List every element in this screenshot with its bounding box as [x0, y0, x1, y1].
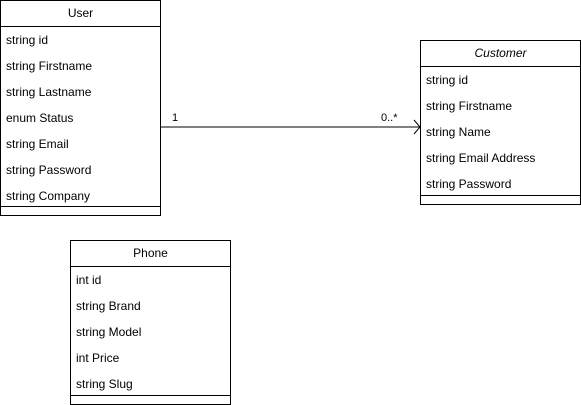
customer-attribute-list: string id string Firstname string Name s…	[421, 67, 580, 197]
source-multiplicity-label: 1	[172, 112, 179, 124]
user-attribute-lastname: string Lastname	[6, 85, 92, 99]
target-multiplicity-label: 0..*	[381, 112, 398, 124]
phone-attribute-model: string Model	[76, 325, 142, 339]
user-class[interactable]: User string id string Firstname string L…	[0, 0, 161, 216]
user-class-footer	[1, 206, 160, 213]
arrowhead-icon	[413, 119, 421, 135]
user-class-name: User	[1, 1, 160, 27]
phone-attribute-slug: string Slug	[76, 377, 133, 391]
phone-attribute-price: int Price	[76, 351, 120, 365]
customer-class-name: Customer	[421, 41, 580, 67]
phone-class-name: Phone	[71, 241, 230, 267]
user-attribute-status: enum Status	[6, 111, 74, 125]
customer-attribute-name: string Name	[426, 125, 491, 139]
customer-attribute-password: string Password	[426, 177, 512, 191]
user-attribute-company: string Company	[6, 189, 91, 203]
customer-attribute-email-address: string Email Address	[426, 151, 536, 165]
user-attribute-password: string Password	[6, 163, 92, 177]
phone-attribute-list: int id string Brand string Model int Pri…	[71, 267, 230, 397]
user-attribute-email: string Email	[6, 137, 69, 151]
user-attribute-list: string id string Firstname string Lastna…	[1, 27, 160, 209]
customer-attribute-firstname: string Firstname	[426, 99, 513, 113]
user-attribute-firstname: string Firstname	[6, 59, 93, 73]
user-attribute-id: string id	[6, 33, 49, 47]
phone-attribute-id: int id	[76, 273, 102, 287]
phone-class-footer	[71, 395, 230, 402]
phone-class[interactable]: Phone int id string Brand string Model i…	[70, 240, 231, 405]
customer-class[interactable]: Customer string id string Firstname stri…	[420, 40, 581, 205]
customer-attribute-id: string id	[426, 73, 469, 87]
customer-class-footer	[421, 195, 580, 202]
phone-attribute-brand: string Brand	[76, 299, 141, 313]
